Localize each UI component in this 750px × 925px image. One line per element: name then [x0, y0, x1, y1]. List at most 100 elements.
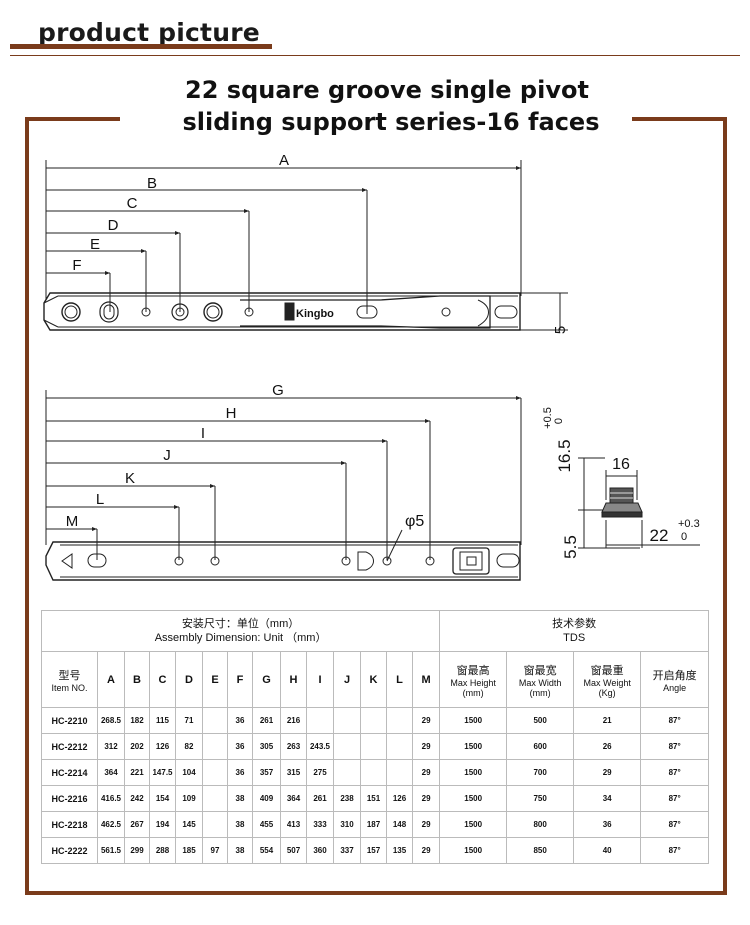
section-width-tol-upper: +0.3	[678, 518, 700, 530]
angle-en: Angle	[663, 682, 687, 693]
col-header-K: K	[360, 651, 387, 708]
cell-h: 216	[280, 707, 307, 734]
col-header-D: D	[175, 651, 203, 708]
cell-k: 187	[360, 811, 387, 838]
col-header-H: H	[280, 651, 307, 708]
max-width-en: Max Width	[518, 677, 562, 688]
cell-l	[386, 733, 413, 760]
cell-j: 238	[333, 785, 361, 812]
cell-h: 507	[280, 837, 307, 864]
cell-angle: 87°	[640, 837, 710, 864]
product-title-line2: sliding support series-16 faces	[182, 108, 600, 136]
cell-b: 202	[124, 733, 150, 760]
cell-i: 275	[306, 759, 334, 786]
max-weight-cn: 窗最重	[590, 664, 624, 677]
section-height-value: 16.5	[555, 439, 574, 472]
hole-label-phi5: φ5	[405, 513, 424, 530]
col-header-max-height: 窗最高 Max Height (mm)	[439, 651, 508, 708]
cell-b: 221	[124, 759, 150, 786]
cell-d: 185	[175, 837, 203, 864]
cell-b: 299	[124, 837, 150, 864]
col-header-A: A	[97, 651, 125, 708]
cell-angle: 87°	[640, 785, 710, 812]
cell-item: HC-2212	[41, 733, 98, 760]
cell-m: 29	[411, 785, 441, 812]
col-header-B: B	[124, 651, 150, 708]
cell-h: 413	[280, 811, 307, 838]
cell-f: 36	[227, 707, 253, 734]
cell-l: 135	[386, 837, 413, 864]
cell-c: 126	[149, 733, 176, 760]
cell-height: 1500	[439, 837, 508, 864]
cell-width: 850	[506, 837, 575, 864]
col-header-item: 型号 Item NO.	[41, 651, 98, 708]
col-header-G: G	[252, 651, 281, 708]
max-width-unit: (mm)	[529, 687, 551, 698]
cell-f: 38	[227, 785, 253, 812]
cell-d: 71	[175, 707, 203, 734]
frame-top-right	[632, 117, 727, 121]
section-top-width: 16	[612, 456, 630, 473]
cell-h: 263	[280, 733, 307, 760]
col-header-angle: 开启角度 Angle	[640, 651, 710, 708]
cell-j: 310	[333, 811, 361, 838]
assembly-header-cn: 安装尺寸：单位（mm）	[181, 618, 300, 630]
col-header-M: M	[411, 651, 441, 708]
height-label-5: 5	[552, 326, 569, 334]
cell-a: 268.5	[97, 707, 125, 734]
cell-f: 38	[227, 837, 253, 864]
dim-label-B: B	[147, 175, 157, 192]
cell-e	[202, 733, 228, 760]
cell-width: 800	[506, 811, 575, 838]
cell-d: 82	[175, 733, 203, 760]
tds-header-en: TDS	[563, 632, 586, 644]
cell-height: 1500	[439, 733, 508, 760]
assembly-header-en: Assembly Dimension: Unit （mm）	[154, 632, 327, 644]
cell-a: 364	[97, 759, 125, 786]
dim-label-K: K	[125, 470, 135, 487]
cell-e: 97	[202, 837, 228, 864]
cell-e	[202, 707, 228, 734]
cell-f: 36	[227, 759, 253, 786]
cell-e	[202, 811, 228, 838]
cell-h: 364	[280, 785, 307, 812]
cell-l: 148	[386, 811, 413, 838]
cell-m: 29	[411, 733, 441, 760]
cell-k: 151	[360, 785, 387, 812]
cell-item: HC-2214	[41, 759, 98, 786]
cell-a: 416.5	[97, 785, 125, 812]
col-header-F: F	[227, 651, 253, 708]
max-width-cn: 窗最宽	[523, 664, 557, 677]
cell-d: 109	[175, 785, 203, 812]
col-header-L: L	[386, 651, 413, 708]
cell-g: 409	[252, 785, 281, 812]
cell-l	[386, 707, 413, 734]
max-weight-unit: (Kg)	[598, 687, 616, 698]
col-header-E: E	[202, 651, 228, 708]
cell-k	[360, 733, 387, 760]
cell-m: 29	[411, 837, 441, 864]
cell-k: 157	[360, 837, 387, 864]
dim-label-C: C	[127, 195, 138, 212]
cell-c: 154	[149, 785, 176, 812]
cell-m: 29	[411, 811, 441, 838]
item-header-cn: 型号	[58, 669, 81, 682]
cell-e	[202, 785, 228, 812]
cell-i: 333	[306, 811, 334, 838]
cell-j: 337	[333, 837, 361, 864]
col-header-I: I	[306, 651, 334, 708]
technical-drawing: A B C D E F Kingbo 5	[43, 152, 700, 581]
cell-angle: 87°	[640, 733, 710, 760]
top-drawing	[43, 160, 568, 331]
frame-bottom	[25, 891, 727, 895]
cell-f: 36	[227, 733, 253, 760]
cell-j	[333, 759, 361, 786]
cell-j	[333, 733, 361, 760]
cell-g: 261	[252, 707, 281, 734]
tds-header-cn: 技术参数	[552, 618, 597, 630]
header-title: product picture	[38, 18, 260, 47]
cell-i: 360	[306, 837, 334, 864]
